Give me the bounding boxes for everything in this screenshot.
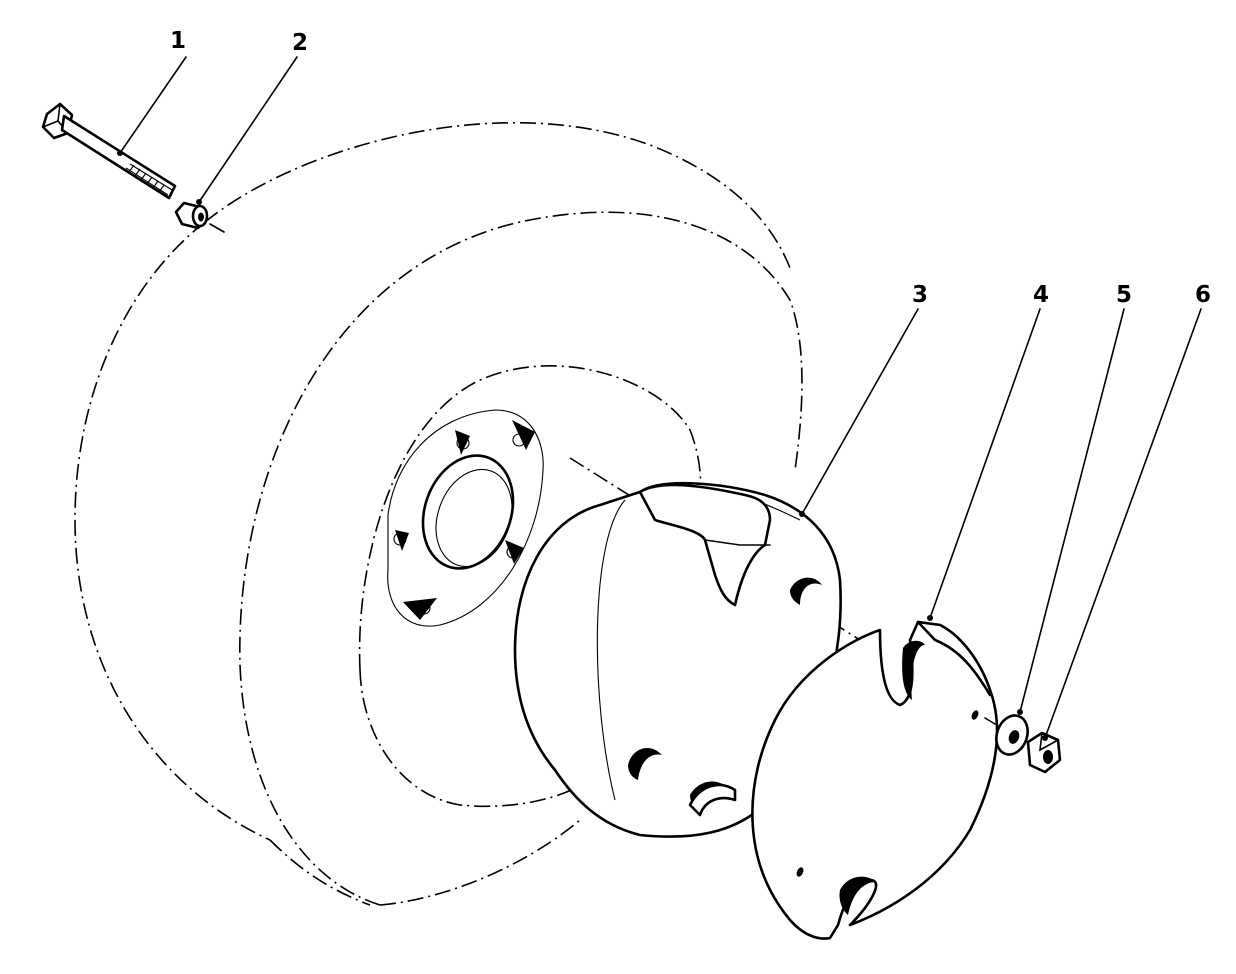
callout-5: 5 — [1116, 282, 1132, 308]
callout-1: 1 — [170, 28, 186, 54]
callout-3: 3 — [912, 282, 928, 308]
inner-weight-part — [513, 481, 842, 838]
callout-2: 2 — [292, 30, 308, 56]
callout-4: 4 — [1033, 282, 1049, 308]
wheel-hub — [387, 409, 544, 627]
bolt-part — [41, 102, 177, 200]
spacer-part — [174, 201, 225, 233]
washer-part — [984, 714, 1029, 756]
callout-6: 6 — [1195, 282, 1211, 308]
tire-phantom — [74, 122, 803, 906]
leader-lines — [117, 56, 1202, 741]
nut-part — [1026, 731, 1062, 774]
outer-weight-part — [751, 620, 999, 940]
